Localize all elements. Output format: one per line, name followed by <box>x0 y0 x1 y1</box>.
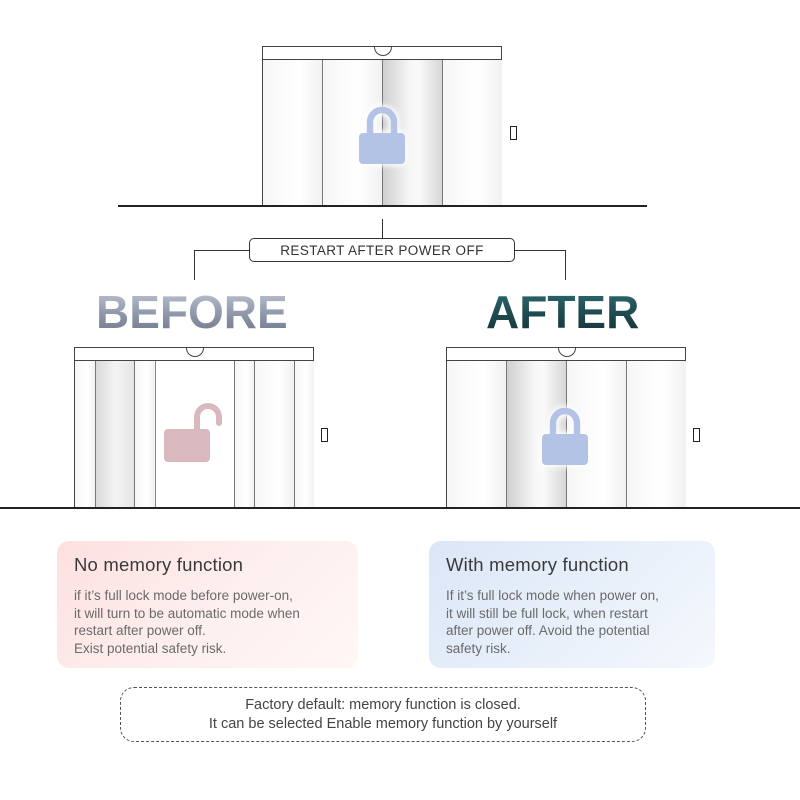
connector-line <box>194 250 195 280</box>
door-side-panel <box>447 361 507 507</box>
card-text-line: if it’s full lock mode before power-on, <box>74 588 293 603</box>
wall-switch-icon <box>321 428 328 442</box>
door-leaf-left-edge <box>134 361 155 507</box>
note-line: Factory default: memory function is clos… <box>245 696 521 713</box>
card-text-line: restart after power off. <box>74 623 206 638</box>
before-door-unit <box>74 347 314 508</box>
with-memory-card: With memory function If it’s full lock m… <box>429 541 715 668</box>
connector-line <box>194 250 250 251</box>
door-side-panel <box>442 60 502 206</box>
restart-label: RESTART AFTER POWER OFF <box>249 238 515 262</box>
after-title: AFTER <box>486 286 651 338</box>
wall-switch-icon <box>510 126 517 140</box>
card-text-line: it will still be full lock, when restart <box>446 605 648 621</box>
card-text-line: after power off. Avoid the potential <box>446 623 650 638</box>
door-frame <box>74 361 314 508</box>
card-text-line: If it’s full lock mode when power on, <box>446 588 659 603</box>
motion-sensor-icon <box>186 348 204 357</box>
door-header-bar <box>262 46 502 60</box>
card-title: No memory function <box>74 554 244 575</box>
card-text-line: it will turn to be automatic mode when <box>74 605 300 621</box>
card-title: With memory function <box>446 554 629 575</box>
no-memory-card: No memory function if it’s full lock mod… <box>57 541 358 668</box>
card-text-line: Exist potential safety risk. <box>74 640 227 656</box>
card-text-line: safety risk. <box>446 640 511 656</box>
door-leaf-right <box>254 361 294 507</box>
padlock-icon <box>542 407 588 465</box>
before-title: BEFORE <box>96 286 301 338</box>
connector-line <box>514 250 566 251</box>
door-side-panel <box>75 361 95 507</box>
note-line: It can be selected Enable memory functio… <box>208 715 558 732</box>
connector-line <box>382 219 383 238</box>
door-side-panel <box>294 361 314 507</box>
connector-line <box>565 250 566 280</box>
motion-sensor-icon <box>558 348 576 357</box>
ground-line <box>0 507 800 509</box>
door-side-panel <box>263 60 323 206</box>
door-header-bar <box>74 347 314 361</box>
motion-sensor-icon <box>374 47 392 56</box>
padlock-icon <box>359 106 405 164</box>
door-leaf-right-edge <box>234 361 254 507</box>
door-side-panel <box>626 361 686 507</box>
door-leaf-left <box>95 361 135 507</box>
wall-switch-icon <box>693 428 700 442</box>
ground-line <box>118 205 647 207</box>
unlocked-padlock-icon <box>164 403 222 462</box>
door-header-bar <box>446 347 686 361</box>
factory-default-note: Factory default: memory function is clos… <box>120 687 646 742</box>
